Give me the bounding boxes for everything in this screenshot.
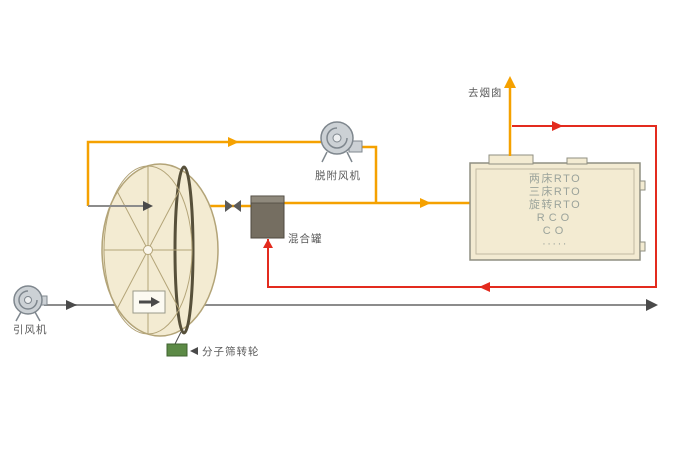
wheel-inlet-arrow: [88, 201, 153, 211]
induced-draft-fan-label: 引风机: [13, 324, 48, 336]
molecular-sieve-wheel-label: 分子筛转轮: [202, 346, 260, 358]
desorption-fan-icon: [320, 121, 363, 163]
molecular-sieve-wheel-icon: [101, 163, 219, 337]
rto-unit-text: 两床RTO 三床RTO 旋转RTO RCO CO ·····: [472, 170, 638, 254]
induced-draft-fan-icon: [13, 285, 48, 322]
mixing-tank-icon: [250, 195, 285, 239]
rto-text-line: 两床RTO: [528, 173, 582, 185]
hot-return-flow-arrows: [263, 121, 563, 292]
chimney-label: 去烟囱: [468, 87, 503, 99]
chimney-pipe: [504, 76, 516, 156]
rto-text-line: 旋转RTO: [528, 199, 582, 211]
mixing-tank-label: 混合罐: [288, 233, 323, 245]
rto-text-line: CO: [542, 225, 568, 237]
wheel-drive-unit-icon: [166, 331, 198, 357]
valve-icon: [225, 200, 241, 212]
rto-top-vent: [488, 154, 534, 165]
rto-text-line: ·····: [542, 238, 568, 250]
rto-unit-icon: [469, 154, 646, 261]
desorption-fan-label: 脱附风机: [315, 170, 361, 182]
rto-text-line: RCO: [536, 212, 574, 224]
hot-return-pipe: [267, 125, 657, 288]
desorption-pipes: [86, 140, 470, 208]
rto-text-line: 三床RTO: [528, 186, 582, 198]
main-air-flow-arrows: [66, 299, 658, 311]
desorption-flow-arrows: [228, 137, 431, 208]
